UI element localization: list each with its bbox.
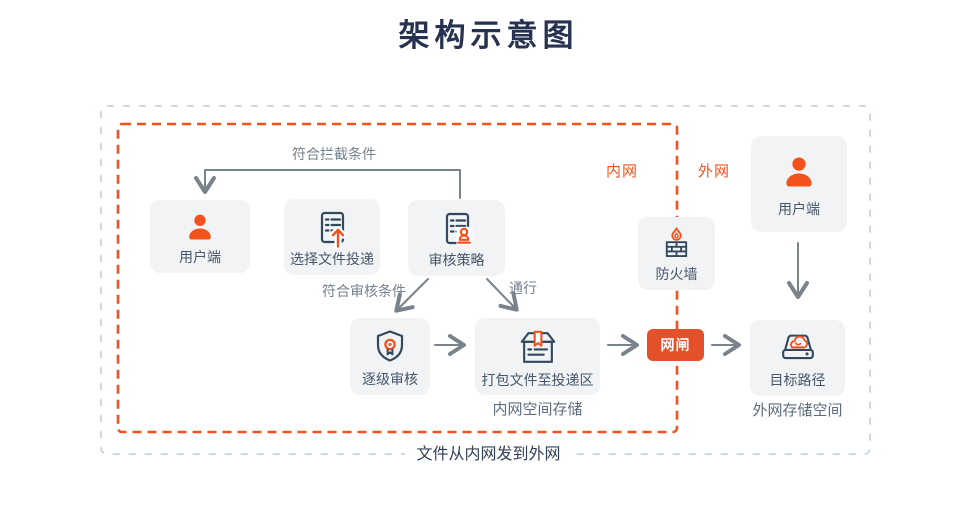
node-level-review: 逐级审核 xyxy=(350,318,430,395)
storage-cloud-icon xyxy=(781,334,814,360)
edge-label-pass: 通行 xyxy=(509,280,537,296)
node-label: 用户端 xyxy=(778,201,820,217)
gateway-label: 网闸 xyxy=(660,337,691,353)
edge-label-review-condition: 符合审核条件 xyxy=(322,283,406,299)
diagram-caption: 文件从内网发到外网 xyxy=(404,445,573,465)
node-network-gateway: 网闸 xyxy=(647,329,704,361)
node-label: 选择文件投递 xyxy=(290,251,374,267)
user-icon xyxy=(786,157,812,187)
node-label: 目标路径 xyxy=(769,372,826,388)
firewall-icon xyxy=(665,227,688,257)
intranet-storage-label: 内网空间存储 xyxy=(492,401,583,418)
node-label: 用户端 xyxy=(179,248,221,265)
extranet-storage-label: 外网存储空间 xyxy=(752,402,843,419)
page-title: 架构示意图 xyxy=(398,18,579,53)
edge-label-intercept: 符合拦截条件 xyxy=(292,146,376,162)
arrow-policy-to-review xyxy=(394,278,429,313)
node-user-client-extranet: 用户端 xyxy=(751,136,847,232)
node-package-to-delivery: 打包文件至投递区 xyxy=(475,318,600,395)
node-firewall: 防火墙 xyxy=(638,217,715,290)
arrow-intercept-return xyxy=(194,169,461,199)
arrow-policy-to-package xyxy=(486,278,519,312)
package-icon xyxy=(520,330,555,363)
node-select-file-delivery: 选择文件投递 xyxy=(284,199,380,275)
node-label: 逐级审核 xyxy=(362,370,418,387)
node-label: 打包文件至投递区 xyxy=(481,371,594,388)
user-icon xyxy=(189,214,211,240)
node-user-client-intranet: 用户端 xyxy=(150,200,250,273)
intranet-zone-label: 内网 xyxy=(606,163,639,180)
node-label: 防火墙 xyxy=(655,266,698,282)
node-label: 审核策略 xyxy=(428,252,485,268)
file-upload-icon xyxy=(320,211,347,248)
extranet-zone-label: 外网 xyxy=(698,163,731,180)
review-policy-icon xyxy=(445,212,472,245)
shield-badge-icon xyxy=(376,329,404,362)
node-review-policy: 审核策略 xyxy=(408,200,505,276)
node-target-path: 目标路径 xyxy=(750,320,845,396)
